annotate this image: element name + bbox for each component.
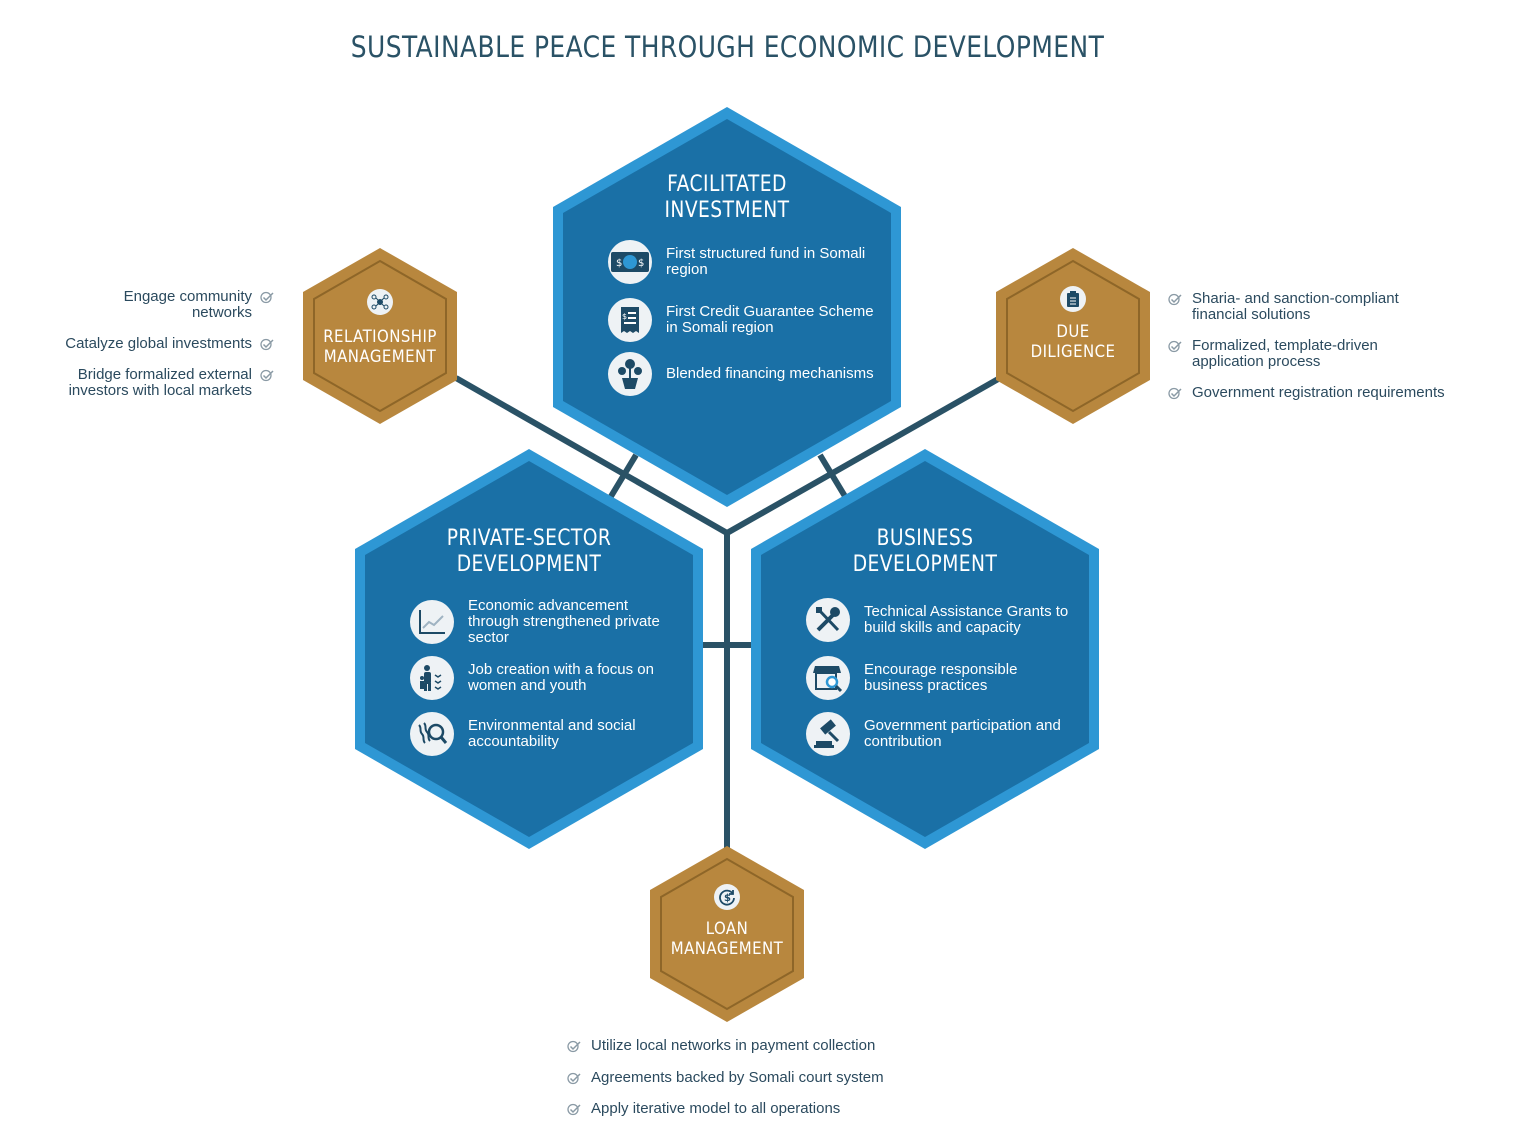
money-bill-icon: $$ (608, 240, 652, 284)
hex-facilitated-investment (553, 107, 901, 507)
ps-item-3: Environmental and social accountability (410, 712, 678, 756)
hex-relationship-management (303, 248, 457, 424)
line-chart-icon (410, 600, 454, 644)
bd-item-2: Encourage responsible business practices (806, 656, 1074, 700)
dd-bullet-2: Formalized, template-driven application … (1166, 338, 1466, 370)
svg-text:$: $ (724, 893, 731, 904)
check-icon (567, 1040, 581, 1053)
check-icon (1168, 387, 1182, 400)
hex-business-development (751, 449, 1099, 849)
lm-bullet-1: Utilize local networks in payment collec… (565, 1038, 925, 1054)
hex-loan-management (650, 846, 804, 1022)
check-icon (1168, 293, 1182, 306)
check-icon (567, 1103, 581, 1116)
bd-item-1: Technical Assistance Grants to build ski… (806, 598, 1074, 642)
page-title: SUSTAINABLE PEACE THROUGH ECONOMIC DEVEL… (350, 30, 1105, 64)
money-plant-icon (608, 352, 652, 396)
check-icon (260, 291, 274, 304)
environment-search-icon (410, 712, 454, 756)
lm-bullet-3: Apply iterative model to all operations (565, 1101, 925, 1117)
clipboard-icon (1060, 286, 1086, 312)
facilitated-investment-title: FACILITATED INVESTMENT (664, 172, 790, 224)
receipt-icon: $ (608, 298, 652, 342)
svg-text:$: $ (616, 258, 622, 269)
due-diligence-title: DUE DILIGENCE (1030, 322, 1116, 363)
ps-item-1: Economic advancement through strengthene… (410, 598, 678, 646)
gavel-icon (806, 712, 850, 756)
private-sector-title: PRIVATE-SECTOR DEVELOPMENT (446, 526, 612, 578)
relationship-management-title: RELATIONSHIP MANAGEMENT (323, 327, 437, 368)
network-icon (367, 289, 393, 315)
check-icon (567, 1072, 581, 1085)
fi-item-3: Blended financing mechanisms (608, 352, 876, 396)
rm-bullet-2: Catalyze global investments (40, 336, 276, 352)
check-icon (1168, 340, 1182, 353)
dd-bullet-3: Government registration requirements (1166, 385, 1466, 401)
family-icon (410, 656, 454, 700)
rm-bullet-3: Bridge formalized external investors wit… (40, 367, 276, 399)
store-search-icon (806, 656, 850, 700)
hex-private-sector (355, 449, 703, 849)
svg-text:$: $ (622, 312, 627, 321)
fi-item-1: $$ First structured fund in Somali regio… (608, 240, 876, 284)
rm-bullet-1: Engage community networks (40, 289, 276, 321)
check-icon (260, 369, 274, 382)
connector-lines (454, 375, 1002, 850)
tools-icon (806, 598, 850, 642)
bd-item-3: Government participation and contributio… (806, 712, 1074, 756)
check-icon (260, 338, 274, 351)
ps-item-2: Job creation with a focus on women and y… (410, 656, 678, 700)
loan-management-title: LOAN MANAGEMENT (670, 919, 784, 960)
dd-bullet-1: Sharia- and sanction-compliant financial… (1166, 291, 1466, 323)
business-development-title: BUSINESS DEVELOPMENT (852, 526, 998, 578)
hex-due-diligence (996, 248, 1150, 424)
lm-bullet-2: Agreements backed by Somali court system (565, 1070, 925, 1086)
fi-item-2: $ First Credit Guarantee Scheme in Somal… (608, 298, 876, 342)
svg-text:$: $ (638, 258, 644, 269)
dollar-cycle-icon: $ (714, 884, 740, 910)
